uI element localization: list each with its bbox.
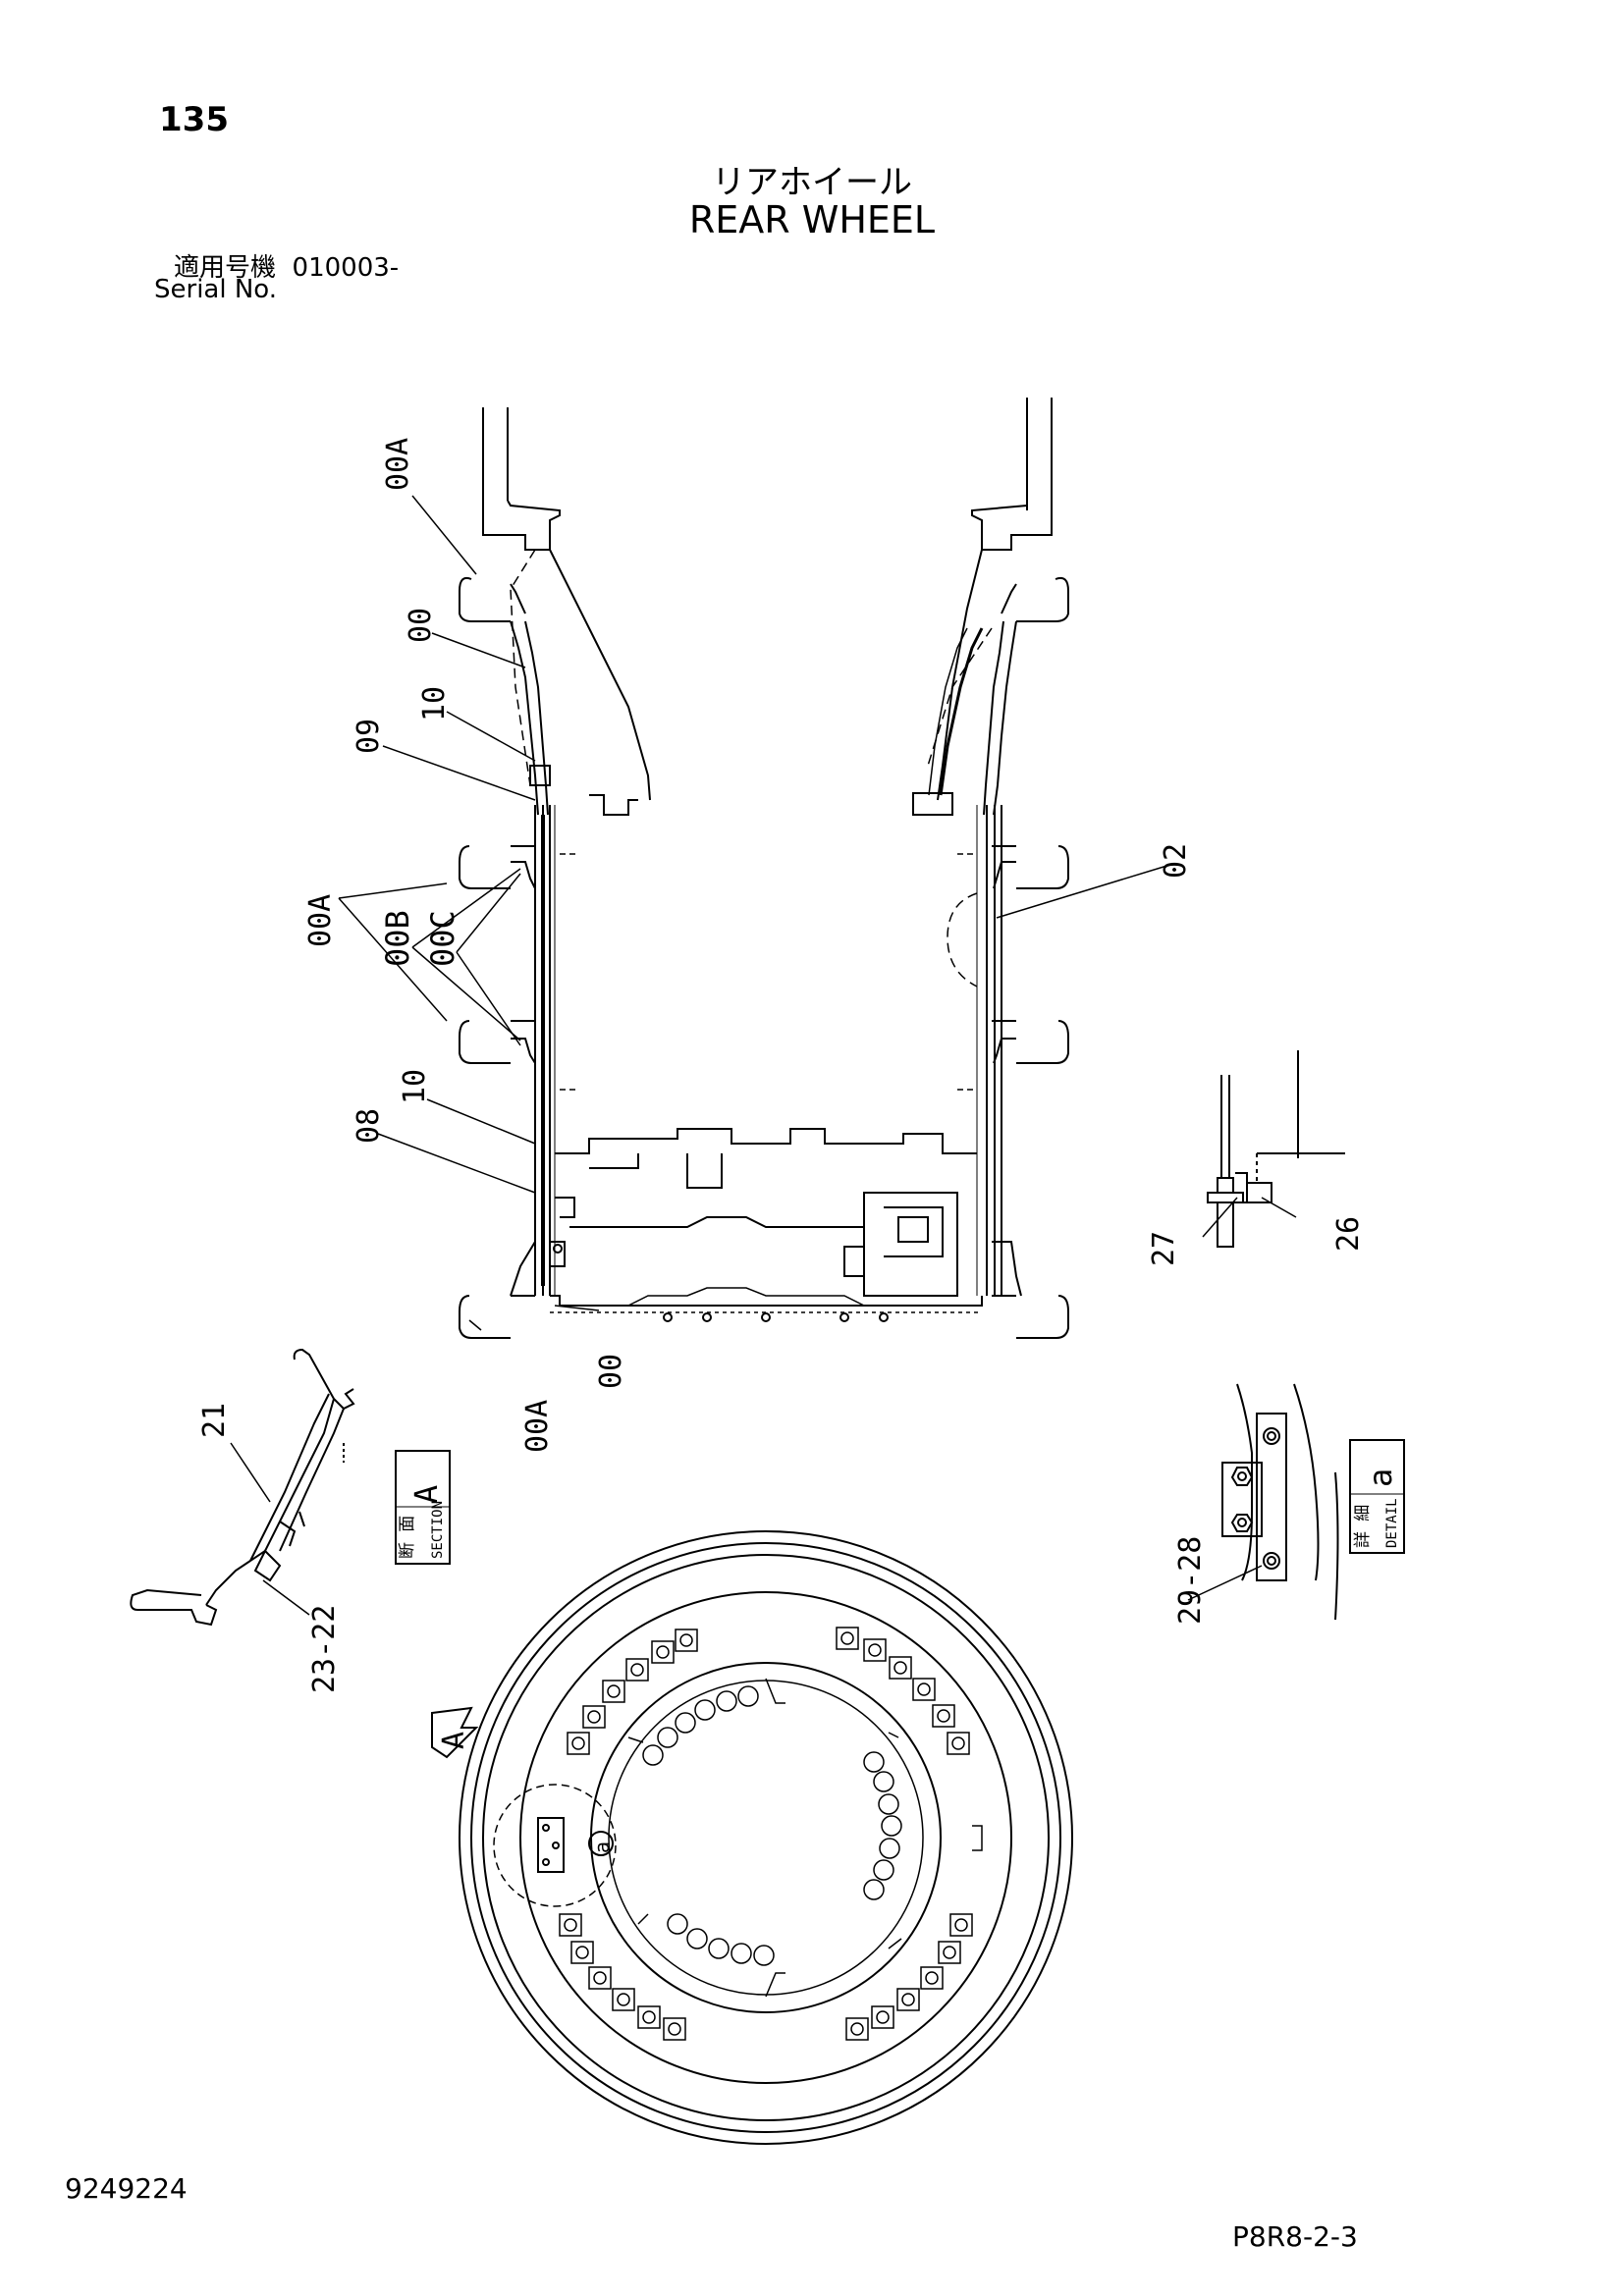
callout-A-arrow: A (437, 1732, 471, 1749)
page-number: 135 (159, 100, 229, 139)
serial-number-line: 適用号機 010003- (174, 247, 399, 284)
page-title: REAR WHEEL (688, 198, 936, 241)
leader-lines (230, 495, 1297, 1616)
callout-10-top: 10 (417, 686, 452, 721)
callout-26: 26 (1331, 1216, 1366, 1252)
callout-00A-top: 00A (381, 438, 415, 491)
callout-27: 27 (1147, 1231, 1181, 1266)
callout-10-low: 10 (398, 1069, 432, 1104)
wheel-cross-section (459, 398, 1069, 1339)
section-label-en: SECTION (430, 1501, 446, 1559)
callout-00-top: 00 (404, 608, 438, 643)
callout-00C: 00C (424, 910, 461, 967)
serial-value: 010003- (292, 253, 400, 283)
callout-23-22: 23-22 (307, 1605, 342, 1693)
section-label-jp: 断 面 (398, 1516, 417, 1559)
detail-label-letter: a (1362, 1468, 1399, 1487)
serial-label: Serial No. (154, 275, 277, 304)
valve-detail (1207, 1050, 1345, 1248)
callout-09: 09 (352, 719, 386, 754)
detail-label-en: DETAIL (1384, 1498, 1400, 1548)
serial-label-japanese: 適用号機 (174, 253, 277, 283)
callout-00B: 00B (379, 910, 416, 967)
callout-00A-bottom: 00A (520, 1400, 555, 1453)
section-a-view (130, 1348, 355, 1627)
detail-a-view (1221, 1383, 1339, 1621)
detail-label-jp: 詳 細 (1353, 1505, 1373, 1548)
detail-a-label (1349, 1439, 1405, 1554)
callout-labels: 00A 00 10 09 00A 00B 00C 10 08 02 00 00A… (197, 438, 1400, 1853)
callout-00-bottom: 00 (594, 1354, 628, 1389)
page-code: P8R8-2-3 (1232, 2220, 1358, 2253)
page-title-japanese: リアホイール (712, 163, 912, 202)
callout-02: 02 (1159, 843, 1193, 879)
document-code: 9249224 (65, 2172, 188, 2205)
section-a-label (395, 1450, 451, 1565)
callout-21: 21 (197, 1403, 232, 1438)
callout-29-28: 29-28 (1173, 1536, 1208, 1625)
section-label-letter: A (407, 1485, 445, 1504)
callout-08: 08 (352, 1108, 386, 1144)
callout-00A-mid: 00A (303, 894, 338, 947)
callout-a-circle: a (590, 1842, 614, 1853)
wheel-front-view (431, 1530, 1073, 2145)
